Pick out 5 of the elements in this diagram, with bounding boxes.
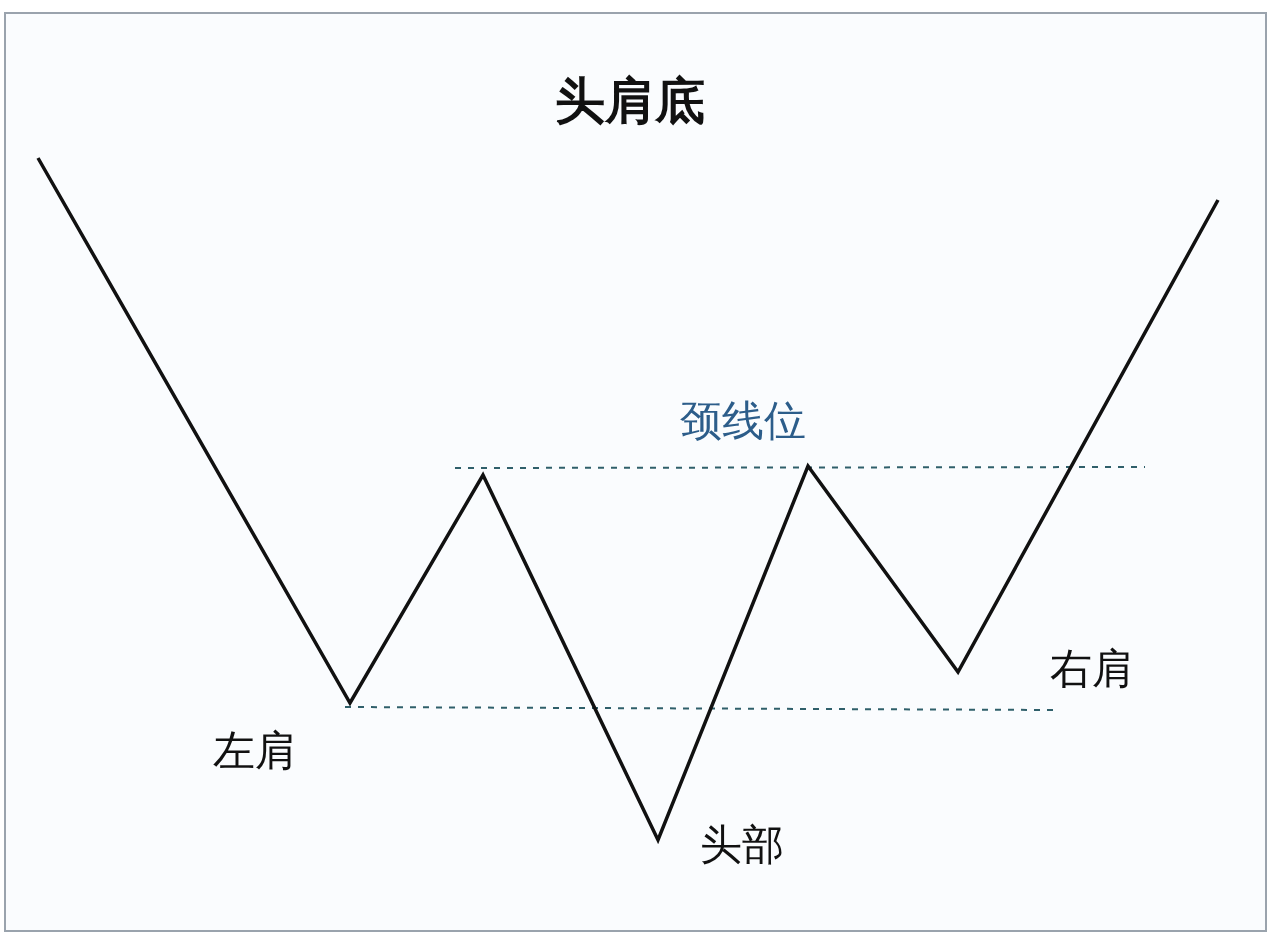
pattern-label: 右肩 (1050, 646, 1134, 693)
neckline-label: 颈线位 (680, 398, 806, 445)
pattern-label: 头部 (700, 822, 784, 869)
diagram-title: 头肩底 (555, 74, 705, 129)
pattern-label: 左肩 (213, 728, 297, 775)
